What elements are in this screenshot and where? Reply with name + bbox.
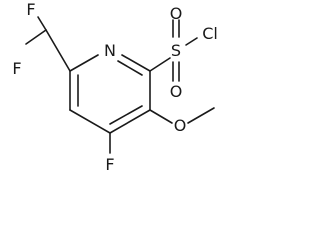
atom-f-ring: F xyxy=(105,155,114,174)
bond-cf-top xyxy=(37,16,47,31)
ring-bond-n-c2 xyxy=(121,54,151,72)
substituents xyxy=(109,107,215,154)
atom-cl: Cl xyxy=(202,24,218,43)
atom-o-bottom: O xyxy=(170,82,183,101)
bond-chf2-ring xyxy=(45,29,71,72)
bond-ring-s xyxy=(149,57,171,72)
chemical-structure: F F N S Cl O O O F xyxy=(12,0,218,174)
sulfonyl-chloride-group xyxy=(149,19,198,82)
bond-cf-left xyxy=(25,29,47,45)
atom-f-top: F xyxy=(26,0,35,19)
atom-s: S xyxy=(171,41,181,60)
ring-bond-c4-c5 xyxy=(69,109,111,134)
pyridine-ring xyxy=(69,54,151,134)
bond-s-cl xyxy=(185,37,198,46)
difluoromethyl-group xyxy=(25,16,71,72)
bond-o-methyl xyxy=(187,107,215,124)
ring-bond-c3-c4-inner xyxy=(109,105,143,125)
bond-ring-o-methoxy xyxy=(149,109,173,124)
atom-o-top: O xyxy=(170,4,183,23)
atom-o-methoxy: O xyxy=(174,116,187,135)
ring-bond-c3-c4 xyxy=(109,109,151,134)
atom-n-ring: N xyxy=(104,41,116,60)
atom-f-left: F xyxy=(12,59,21,78)
ring-bond-n-c2-inner xyxy=(117,60,143,76)
ring-bond-c6-n xyxy=(69,54,99,72)
